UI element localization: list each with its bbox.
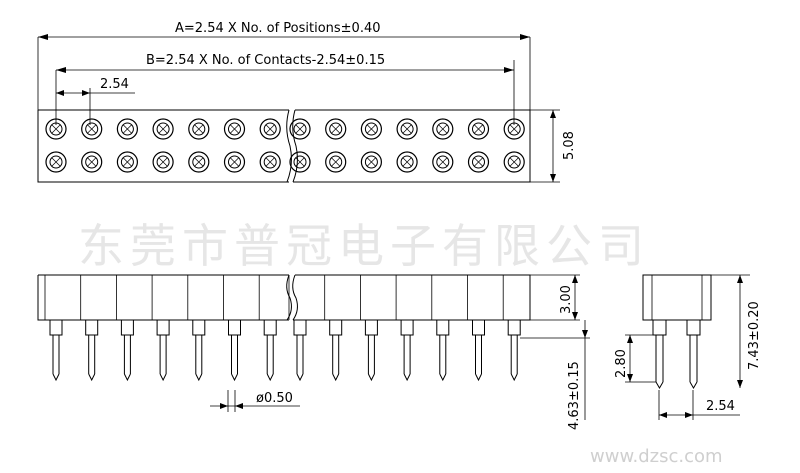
pin — [507, 319, 521, 382]
contact-hole — [259, 118, 281, 140]
contact-hole — [360, 151, 382, 173]
contact-hole — [289, 151, 311, 173]
contact-holes — [45, 118, 525, 173]
contact-hole — [289, 118, 311, 140]
dim-pin-length-label: 4.63±0.15 — [567, 361, 582, 430]
dim-a-label: A=2.54 X No. of Positions±0.40 — [175, 21, 381, 36]
top-view: A=2.54 X No. of Positions±0.40 B=2.54 X … — [37, 21, 577, 183]
side-view: 7.43±0.20 2.80 2.54 — [614, 274, 762, 420]
contact-hole — [223, 151, 246, 173]
dim-pin-diameter-label: ø0.50 — [256, 391, 293, 406]
pin — [472, 319, 485, 382]
contact-hole — [152, 151, 174, 173]
contact-hole — [188, 118, 210, 140]
pin — [156, 319, 170, 382]
dim-body-height-label: 3.00 — [559, 285, 574, 314]
pin — [120, 319, 134, 382]
pin — [263, 319, 277, 382]
contact-hole — [259, 151, 281, 173]
contact-hole — [188, 151, 210, 173]
contact-hole — [503, 118, 525, 140]
dim-pin-short-label: 2.80 — [614, 349, 629, 378]
dim-total-height-label: 7.43±0.20 — [747, 301, 762, 370]
pin — [329, 319, 343, 382]
contact-hole — [223, 118, 246, 140]
pin — [293, 319, 307, 382]
contact-hole — [467, 151, 490, 173]
contact-hole — [81, 151, 103, 173]
pin — [49, 319, 63, 382]
footer-url: www.dzsc.com — [590, 446, 723, 467]
watermark-text: 东莞市普冠电子有限公司 — [78, 219, 650, 273]
contact-hole — [396, 118, 418, 140]
contact-hole — [396, 151, 418, 173]
front-cells — [44, 275, 504, 320]
front-view: 3.00 4.63±0.15 ø0.50 — [37, 274, 590, 430]
contact-hole — [116, 151, 139, 173]
contact-hole — [45, 151, 67, 173]
contact-hole — [360, 118, 382, 140]
contact-hole — [432, 151, 454, 173]
pin — [400, 319, 414, 382]
contact-hole — [503, 151, 525, 173]
dim-pitch-top-label: 2.54 — [100, 77, 129, 92]
pin — [364, 319, 378, 382]
contact-hole — [325, 151, 347, 173]
contact-hole — [116, 118, 139, 140]
dim-row-spacing-label: 5.08 — [562, 131, 577, 160]
contact-hole — [325, 118, 347, 140]
contact-hole — [45, 118, 67, 140]
dim-pitch-side-label: 2.54 — [706, 399, 735, 414]
front-pins — [49, 319, 521, 382]
contact-hole — [432, 118, 454, 140]
pin — [85, 319, 99, 382]
pin — [192, 319, 206, 382]
contact-hole — [152, 118, 174, 140]
dim-b-label: B=2.54 X No. of Contacts-2.54±0.15 — [146, 53, 385, 68]
pin — [228, 319, 241, 382]
contact-hole — [467, 118, 490, 140]
pin — [436, 319, 450, 382]
contact-hole — [81, 118, 103, 140]
